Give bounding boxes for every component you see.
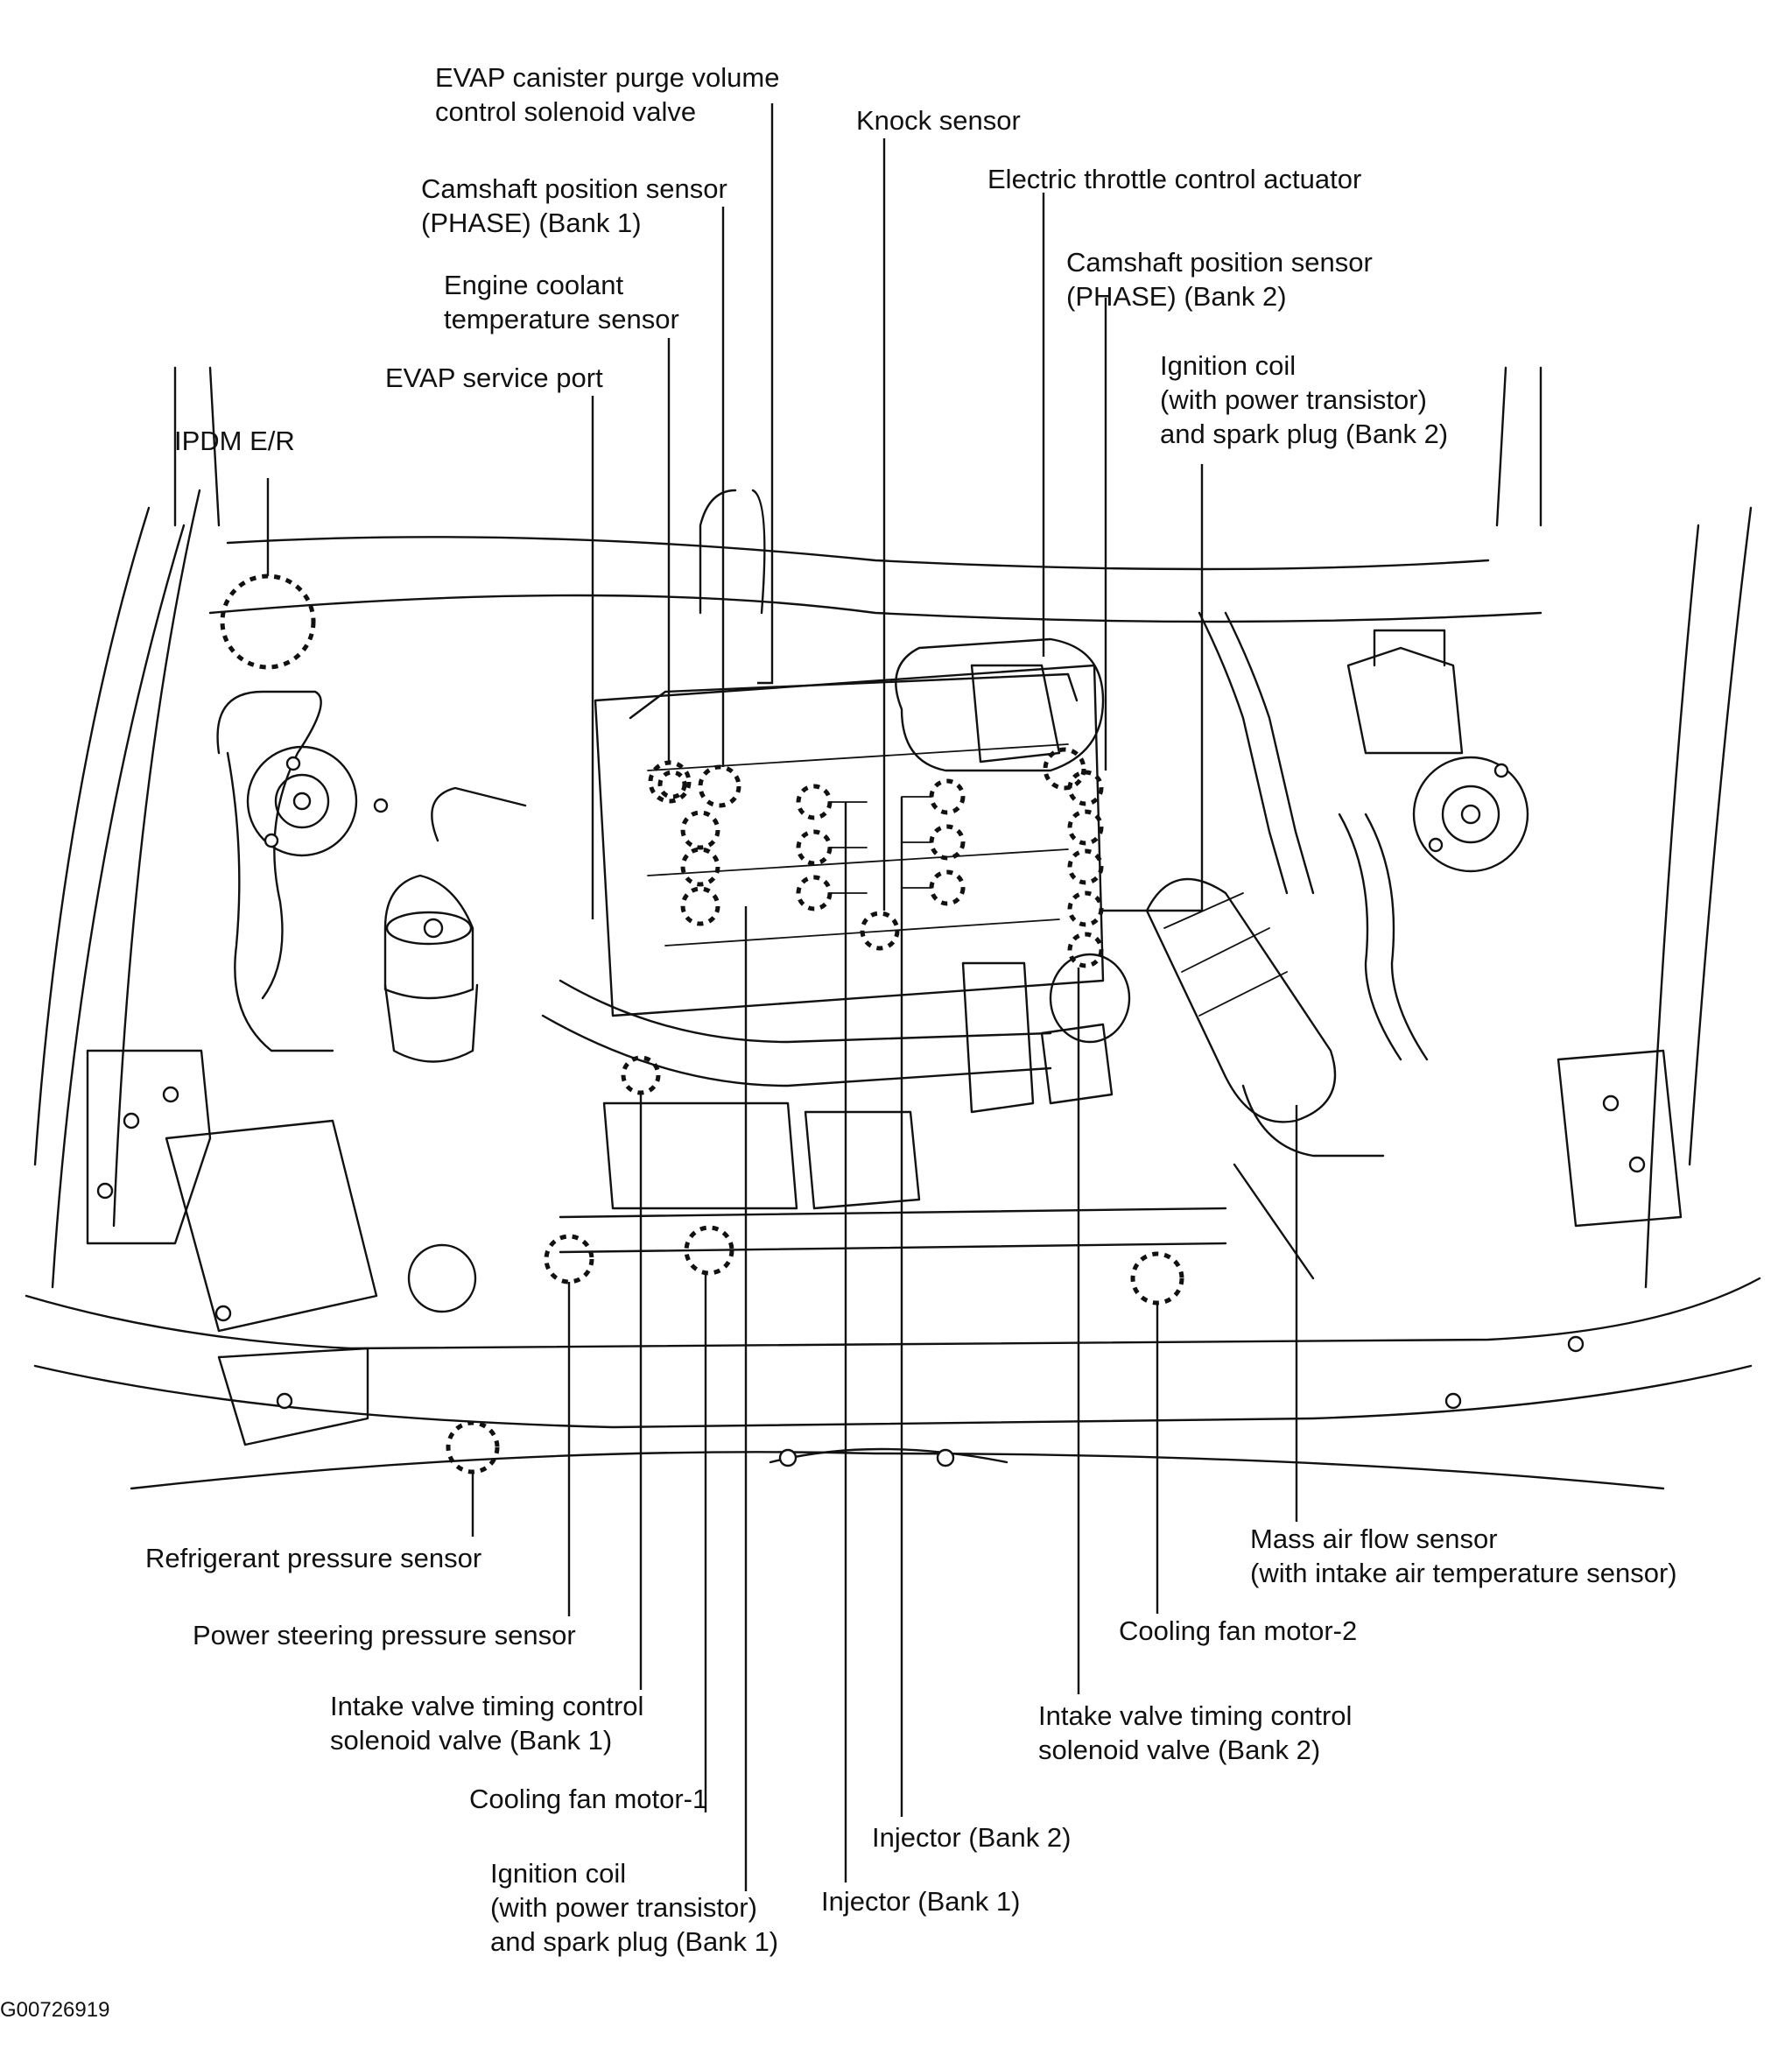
marker-ivt-bank1 [621,1055,661,1095]
label-ignition-bank1: Ignition coil(with power transistor)and … [490,1858,779,1957]
label-knock-sensor: Knock sensor [856,105,1021,136]
leader-lines [266,103,1298,1891]
marker-throttle [1043,747,1086,791]
marker-injector-bank1-a [796,784,833,820]
marker-ignition-bank2-a [1067,809,1104,846]
marker-injector-bank1-c [796,875,833,911]
marker-injector-bank2-b [929,824,966,861]
leader-evap-purge [757,103,774,685]
marker-ignition-bank1-a [680,810,720,850]
marker-fan1 [684,1225,734,1276]
figure-code: G00726919 [0,1998,110,2022]
marker-power-steering [544,1234,594,1284]
marker-ivt-bank2 [1067,932,1104,968]
leader-ignition-bank2 [1101,464,1204,912]
marker-injector-bank1-b [796,829,833,866]
marker-ignition-bank1-c [680,886,720,926]
label-injector-bank1: Injector (Bank 1) [821,1886,1021,1917]
marker-ignition-bank2-b [1067,848,1104,885]
label-fan2: Cooling fan motor-2 [1119,1615,1358,1646]
marker-cam-bank1 [698,764,741,808]
label-cam-bank2: Camshaft position sensor(PHASE) (Bank 2) [1066,247,1373,312]
label-throttle: Electric throttle control actuator [987,164,1362,194]
marker-injector-bank2-c [929,869,966,906]
marker-refrigerant [446,1420,500,1474]
label-evap-port: EVAP service port [385,362,603,393]
marker-cam-bank2 [1067,770,1104,806]
marker-ignition-bank1-b [680,847,720,887]
label-injector-bank2: Injector (Bank 2) [872,1822,1072,1853]
marker-evap-port [657,770,687,799]
marker-injector-bank2-a [929,778,966,815]
label-power-steering: Power steering pressure sensor [193,1620,576,1650]
label-ignition-bank2: Ignition coil(with power transistor)and … [1160,350,1449,449]
label-ipdm: IPDM E/R [174,426,295,456]
engine-bay-drawing [25,366,1761,1490]
marker-fan2 [1130,1251,1184,1305]
label-refrigerant: Refrigerant pressure sensor [145,1543,482,1573]
marker-coolant-temp [648,760,692,804]
component-markers [220,574,1184,1474]
label-maf: Mass air flow sensor(with intake air tem… [1250,1524,1677,1588]
marker-knock-sensor [860,911,900,951]
label-cam-bank1: Camshaft position sensor(PHASE) (Bank 1) [421,173,727,238]
marker-ignition-bank2-c [1067,890,1104,927]
marker-ipdm [220,574,316,670]
label-fan1: Cooling fan motor-1 [469,1784,708,1814]
